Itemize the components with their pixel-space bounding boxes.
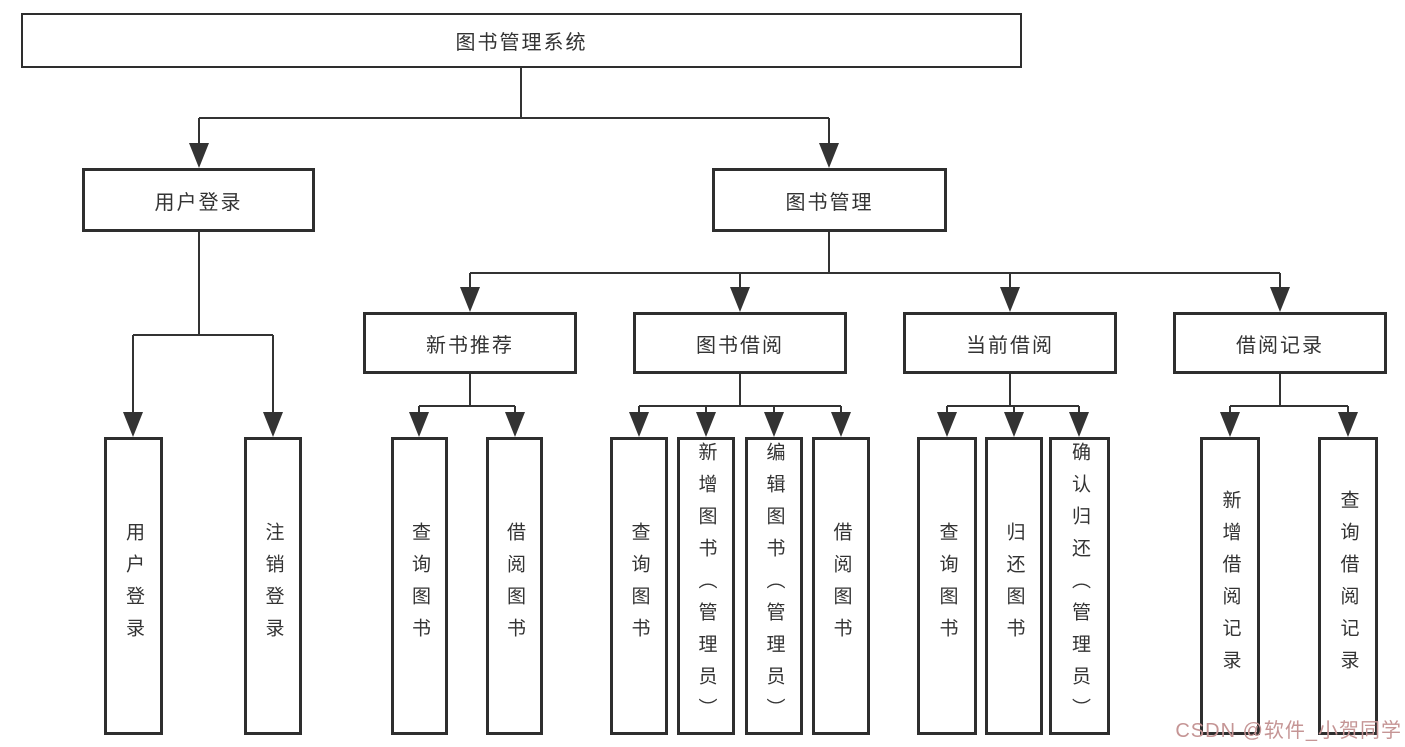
csdn-watermark: CSDN @软件_小贺同学: [1175, 720, 1402, 742]
node-borrow-records: 借阅记录: [1173, 312, 1387, 374]
node-new-book-recommend: 新书推荐: [363, 312, 577, 374]
node-label: 用户登录: [154, 191, 243, 214]
leaf-borrow-books-recommend: 借阅图书: [486, 437, 543, 735]
node-label: 新增图书（管理员）: [695, 442, 717, 730]
node-label: 查询借阅记录: [1337, 490, 1359, 682]
node-label: 编辑图书（管理员）: [763, 442, 785, 730]
leaf-query-books-recommend: 查询图书: [391, 437, 448, 735]
node-label: 确认归还（管理员）: [1069, 442, 1090, 730]
node-label: 归还图书: [1003, 522, 1025, 650]
leaf-add-book-admin: 新增图书（管理员）: [677, 437, 735, 735]
node-label: 查询图书: [936, 522, 958, 650]
node-label: 用户登录: [123, 522, 144, 650]
leaf-query-books-current: 查询图书: [917, 437, 977, 735]
leaf-borrow-books-borrow: 借阅图书: [812, 437, 870, 735]
node-label: 借阅记录: [1236, 334, 1324, 357]
node-label: 查询图书: [628, 522, 650, 650]
leaf-add-borrow-record: 新增借阅记录: [1200, 437, 1260, 735]
node-current-borrow: 当前借阅: [903, 312, 1117, 374]
leaf-logout: 注销登录: [244, 437, 302, 735]
leaf-return-book: 归还图书: [985, 437, 1043, 735]
leaf-query-books-borrow: 查询图书: [610, 437, 668, 735]
node-label: 新书推荐: [426, 334, 514, 357]
node-label: 图书管理系统: [455, 32, 588, 54]
node-label: 借阅图书: [830, 522, 852, 650]
node-label: 注销登录: [262, 522, 284, 650]
node-user-login: 用户登录: [82, 168, 315, 232]
node-book-borrow: 图书借阅: [633, 312, 847, 374]
node-label: 新增借阅记录: [1219, 490, 1241, 682]
leaf-confirm-return-admin: 确认归还（管理员）: [1049, 437, 1110, 735]
node-label: 当前借阅: [966, 334, 1054, 357]
node-label: 查询图书: [409, 522, 430, 650]
leaf-user-login: 用户登录: [104, 437, 163, 735]
node-library-management-system: 图书管理系统: [21, 13, 1022, 68]
node-label: 图书借阅: [696, 334, 784, 357]
leaf-query-borrow-record: 查询借阅记录: [1318, 437, 1378, 735]
node-label: 图书管理: [785, 191, 874, 214]
leaf-edit-book-admin: 编辑图书（管理员）: [745, 437, 803, 735]
node-label: 借阅图书: [504, 522, 525, 650]
node-book-management: 图书管理: [712, 168, 947, 232]
